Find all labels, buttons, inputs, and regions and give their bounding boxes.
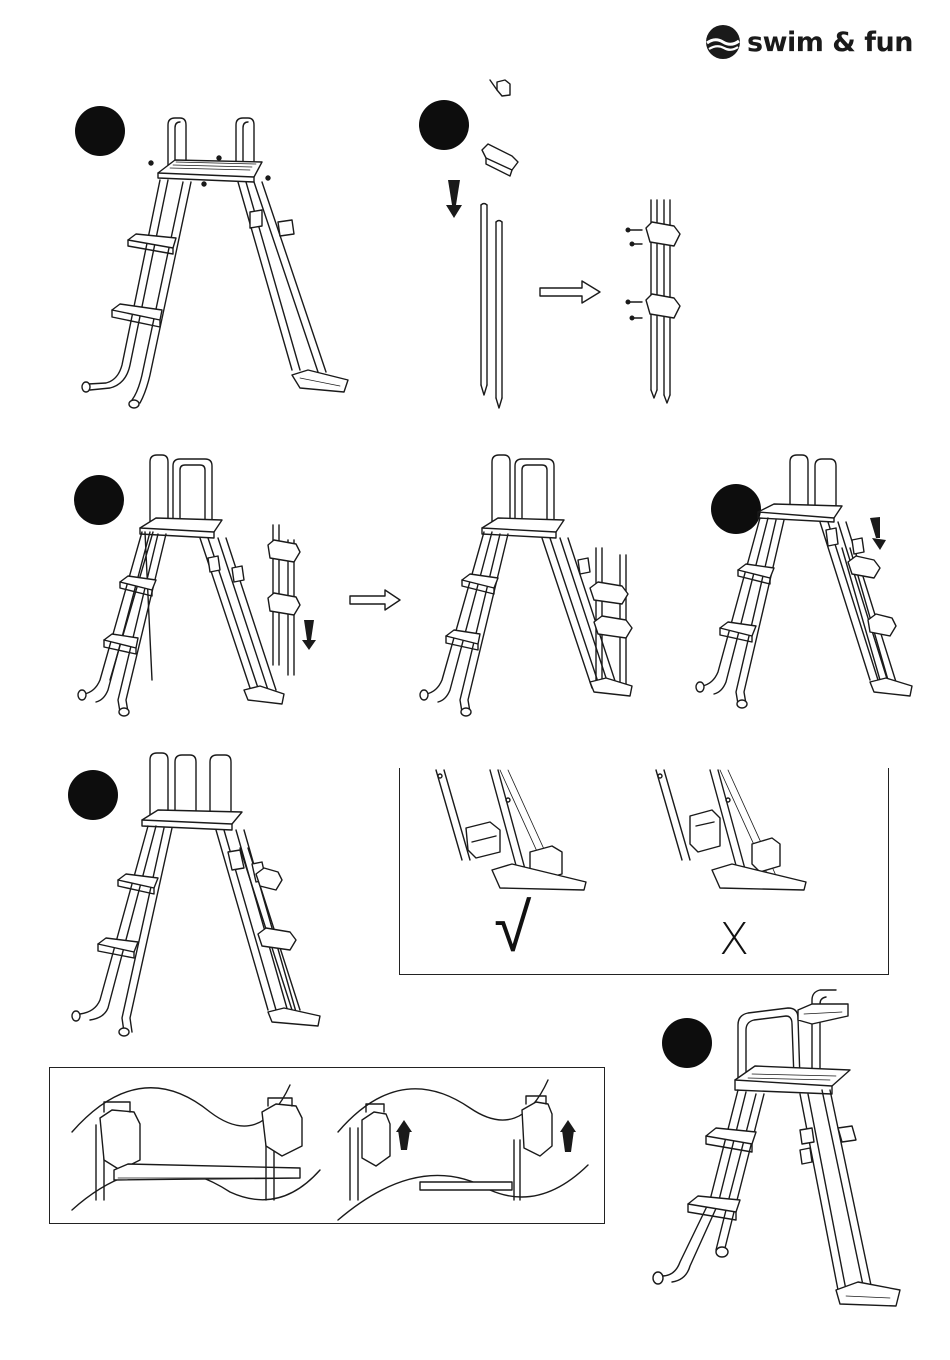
step6-ladder-figure xyxy=(653,990,900,1306)
step3-ladder-figure xyxy=(78,455,400,716)
step1-ladder-figure xyxy=(82,118,348,408)
step2-parts-figure xyxy=(446,80,680,408)
clip-detail-figure-left xyxy=(72,1085,320,1210)
correct-detail-figure xyxy=(436,770,586,890)
step5-ladder-figure xyxy=(72,753,320,1036)
clip-detail-figure-right xyxy=(338,1080,588,1220)
wrong-detail-figure xyxy=(656,770,806,890)
step3-result-figure xyxy=(420,455,632,716)
step4-ladder-figure xyxy=(696,455,912,708)
